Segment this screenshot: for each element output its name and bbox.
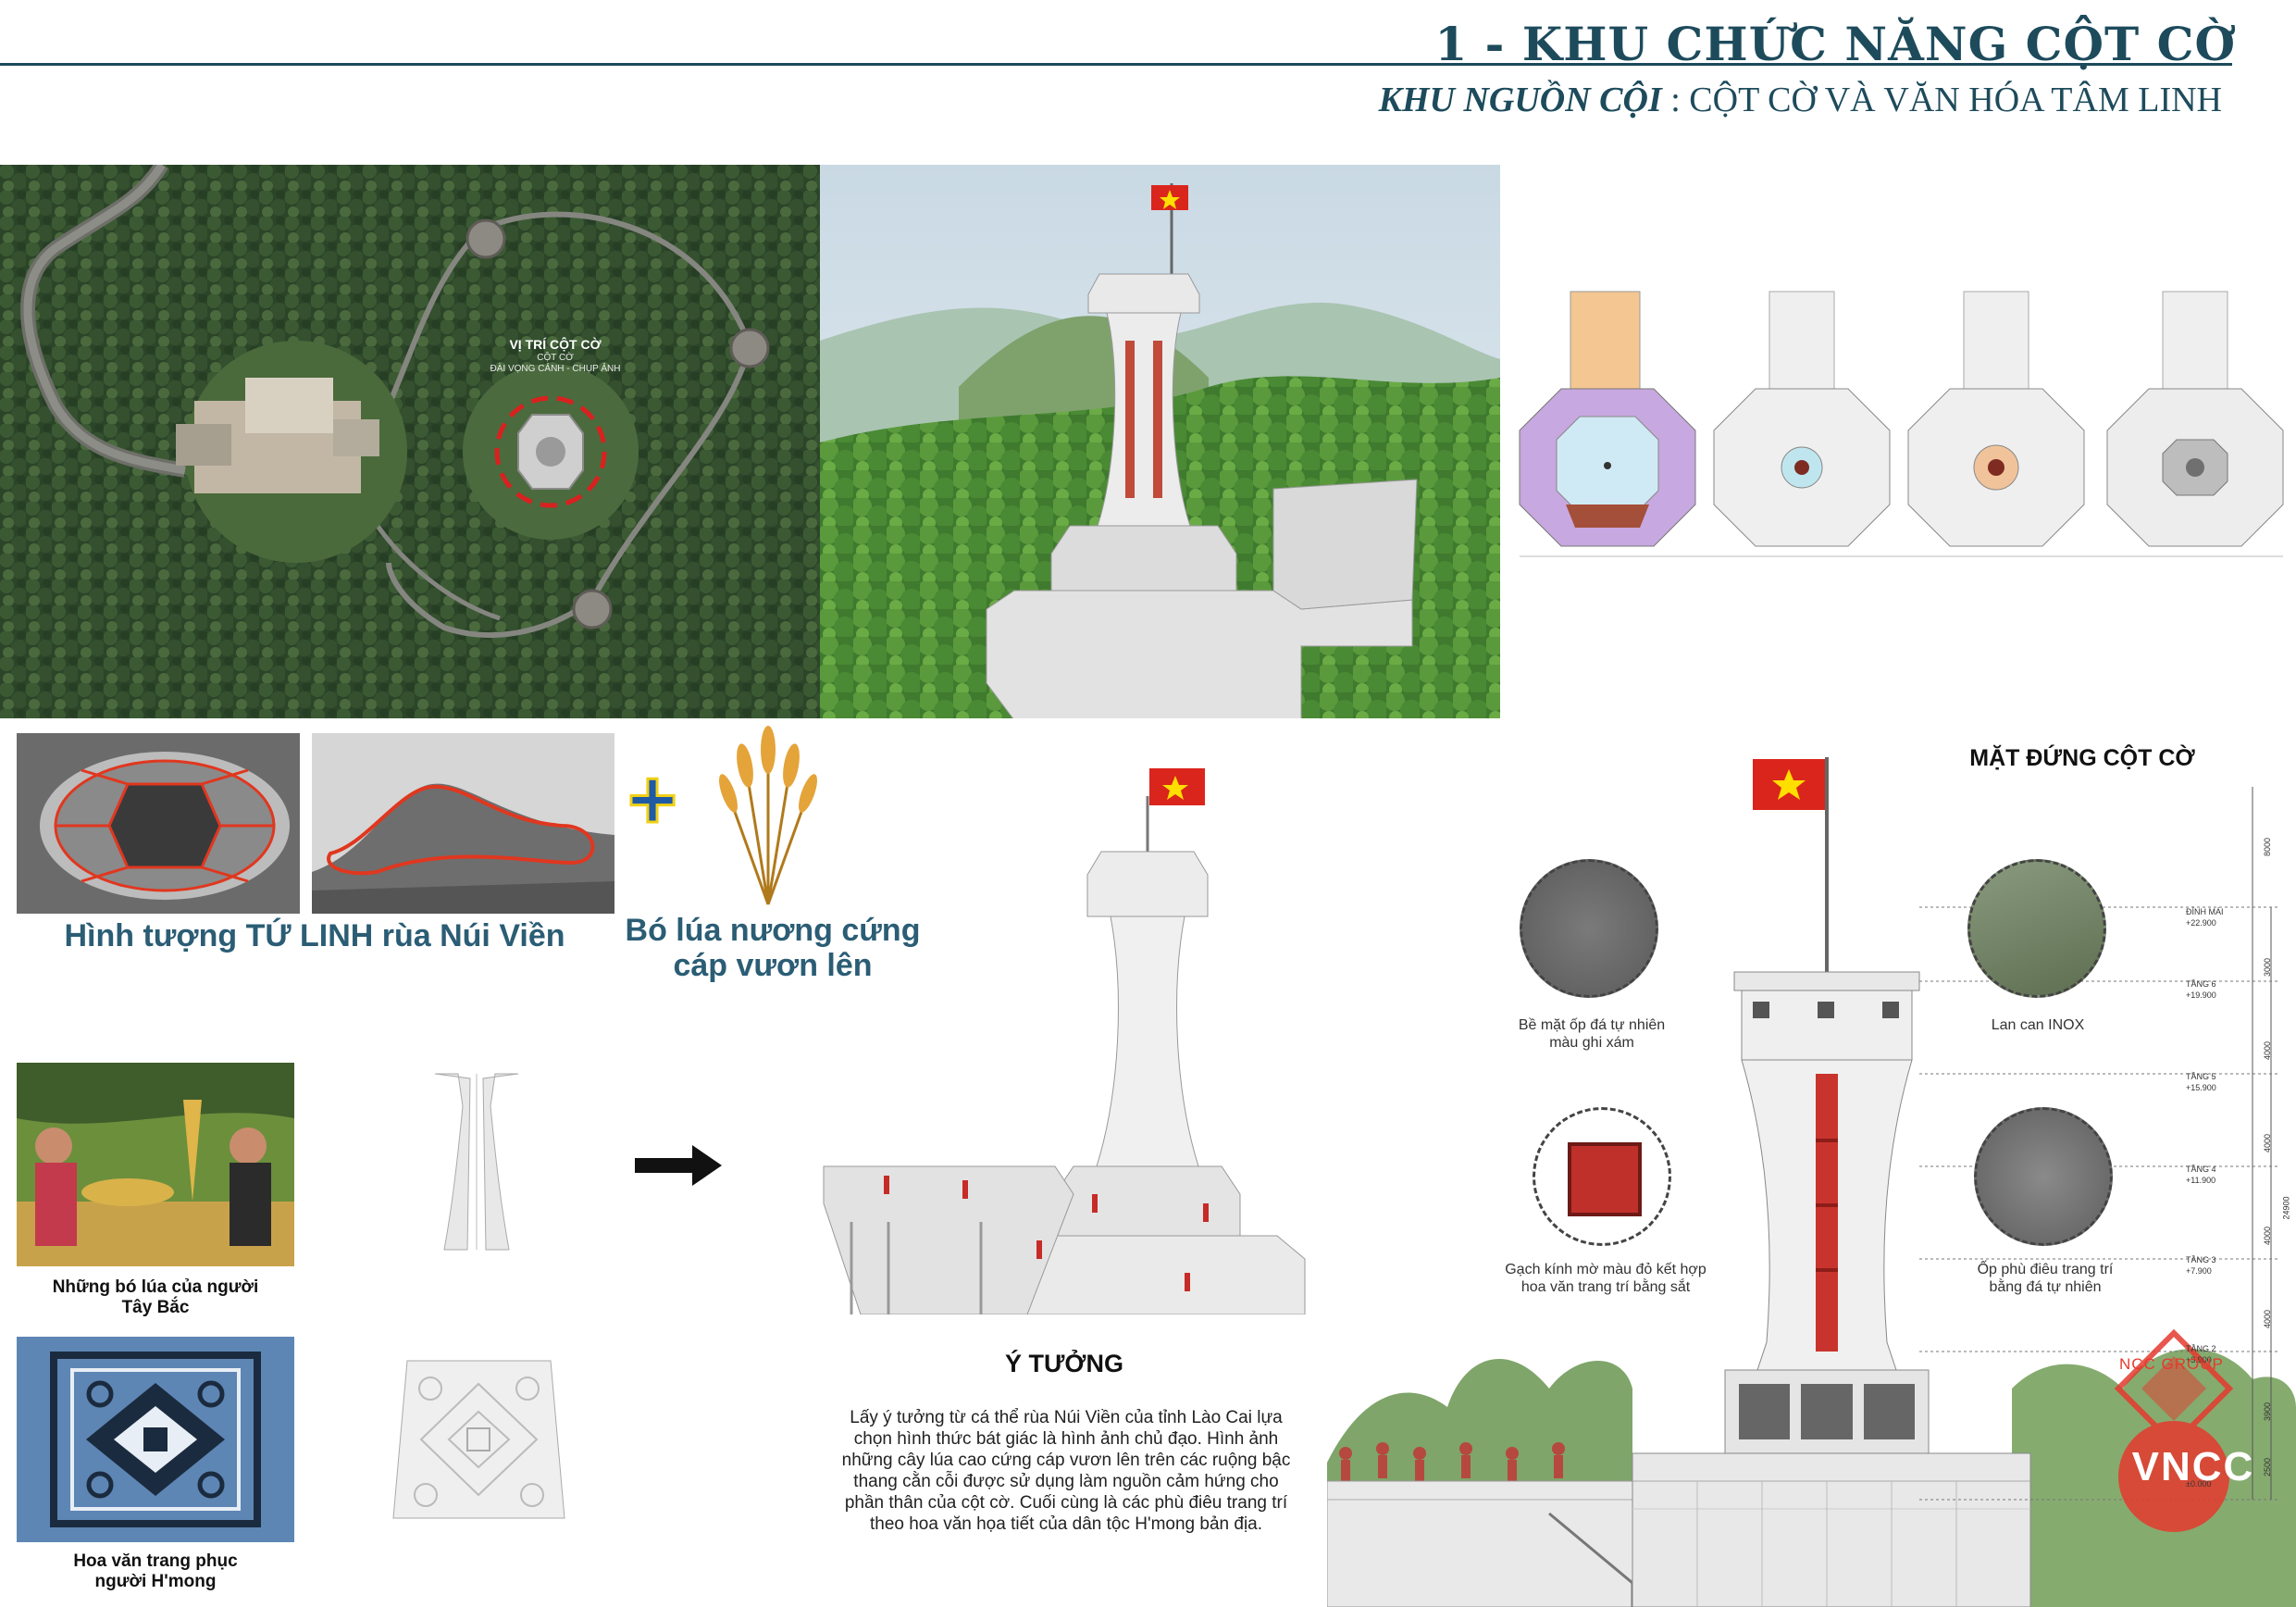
- site-label-line2: ĐÀI VỌNG CẢNH - CHỤP ẢNH: [490, 364, 621, 374]
- idea-line-3: những cây lúa cao cứng cáp vươn lên trên…: [841, 1451, 1291, 1470]
- plan-3: [1907, 291, 2085, 547]
- level-4-value: +11.900: [2186, 1176, 2216, 1185]
- column-form-drawing: [434, 1073, 519, 1251]
- subtitle-emphasis: KHU NGUỒN CỘI: [1378, 81, 1662, 119]
- level-5: TẦNG 5: [2186, 1072, 2216, 1081]
- idea-heading: Ý TƯỞNG: [1005, 1350, 1123, 1377]
- tower-render-drawing: [820, 165, 1500, 718]
- level-0-value: ±0.000: [2186, 1479, 2212, 1489]
- level-6: TẦNG 6: [2186, 979, 2216, 989]
- idea-line-2: chọn hình thức bát giác là hình ảnh chủ …: [853, 1429, 1279, 1449]
- subtitle-rest: : CỘT CỜ VÀ VĂN HÓA TÂM LINH: [1661, 81, 2222, 119]
- harvest-caption-line2: Tây Bắc: [121, 1298, 190, 1317]
- level-3-value: +7.900: [2186, 1266, 2212, 1276]
- rice-drawing: [719, 726, 817, 905]
- rice-bundle-image: [689, 724, 847, 909]
- mountain-drawing: [312, 733, 614, 914]
- dim-4000-c: 4000: [2263, 1226, 2273, 1246]
- material-stone-label-2: màu ghi xám: [1549, 1035, 1634, 1051]
- column-form-sketch: [426, 1069, 527, 1254]
- level-roof-value: +22.900: [2186, 918, 2216, 928]
- idea-line-5: phần thân của cột cờ. Cuối cùng là các p…: [844, 1493, 1288, 1513]
- relief-drawing: [392, 1360, 565, 1519]
- material-stone-label-1: Bề mặt ốp đá tự nhiên: [1518, 1017, 1666, 1033]
- material-relief-swatch: [1974, 1107, 2113, 1246]
- material-glass-label-1: Gạch kính mờ màu đỏ kết hợp: [1505, 1262, 1706, 1277]
- turtle-shell-drawing: [17, 733, 300, 914]
- level-2-value: +3.900: [2186, 1355, 2212, 1364]
- mountain-photo: [312, 733, 614, 914]
- rice-caption-line2: cáp vươn lên: [673, 948, 873, 983]
- dim-8000: 8000: [2263, 837, 2273, 857]
- elevation-heading: MẶT ĐỨNG CỘT CỜ: [1969, 745, 2195, 771]
- logo-text: VNCC: [2131, 1444, 2255, 1489]
- material-relief-label-1: Ốp phù điêu trang trí: [1977, 1262, 2114, 1277]
- turtle-caption: Hình tượng TỨ LINH rùa Núi Viền: [64, 918, 565, 953]
- floor-plans: [1510, 282, 2296, 562]
- harvest-drawing: [17, 1063, 294, 1266]
- idea-line-6: theo hoa văn họa tiết của dân tộc H'mong…: [869, 1514, 1263, 1534]
- idea-line-4: thang cằn cỗi được sử dụng làm nguồn cảm…: [853, 1472, 1279, 1491]
- site-plan-drawing: [0, 165, 820, 718]
- level-2: TẦNG 2: [2186, 1344, 2216, 1353]
- tower-render-image: [820, 165, 1500, 718]
- pattern-relief-sketch: [389, 1352, 569, 1527]
- level-3: TẦNG 3: [2186, 1255, 2216, 1264]
- rice-caption-line1: Bó lúa nương cứng: [625, 913, 921, 948]
- dim-4000-d: 4000: [2263, 1309, 2273, 1329]
- arrow-right-icon: [635, 1145, 722, 1186]
- rice-harvest-photo: [17, 1063, 294, 1266]
- arrow-drawing: [635, 1145, 722, 1186]
- header-divider: [0, 63, 2232, 66]
- turtle-photo: [17, 733, 300, 914]
- material-inox-swatch: [1967, 859, 2106, 998]
- material-stone-swatch: [1520, 859, 1658, 998]
- level-roof: ĐỈNH MÁI: [2186, 907, 2224, 916]
- page-title: 1 - KHU CHỨC NĂNG CỘT CỜ: [1434, 17, 2236, 71]
- floor-plans-drawing: [1519, 291, 2284, 557]
- elevation-drawing: [1327, 741, 2296, 1607]
- hmong-pattern-photo: [17, 1337, 294, 1542]
- level-4: TẦNG 4: [2186, 1165, 2216, 1174]
- material-glass-label-2: hoa văn trang trí bằng sắt: [1520, 1279, 1691, 1295]
- logo-group-text: NCC GROUP: [2119, 1355, 2224, 1373]
- idea-line-1: Lấy ý tưởng từ cá thể rùa Núi Viền của t…: [850, 1408, 1283, 1427]
- plan-4: [2106, 291, 2284, 547]
- harvest-caption-line1: Những bó lúa của người: [52, 1277, 259, 1297]
- plan-2: [1713, 291, 1891, 547]
- idea-description: Lấy ý tưởng từ cá thể rùa Núi Viền của t…: [816, 1407, 1316, 1535]
- tower-concept-sketch: [814, 759, 1314, 1315]
- hmong-caption-line1: Hoa văn trang phục: [73, 1551, 238, 1571]
- page-subtitle: KHU NGUỒN CỘI : CỘT CỜ VÀ VĂN HÓA TÂM LI…: [1379, 80, 2222, 120]
- material-glass-swatch: [1533, 1107, 1671, 1246]
- hmong-pattern-drawing: [17, 1337, 294, 1542]
- elevation-svg: [1327, 757, 2296, 1607]
- plus-symbol: +: [627, 753, 679, 847]
- level-6-value: +19.900: [2186, 990, 2216, 1000]
- site-label-title: VỊ TRÍ CỘT CỜ: [509, 337, 602, 352]
- hmong-caption-line2: người H'mong: [94, 1572, 217, 1591]
- site-plan-image: VỊ TRÍ CỘT CỜ CỘT CỜ ĐÀI VỌNG CẢNH - CHỤ…: [0, 165, 820, 718]
- plan-1: [1519, 291, 1696, 547]
- level-5-value: +15.900: [2186, 1083, 2216, 1092]
- vncc-logo: [2114, 1328, 2234, 1532]
- site-label-line1: CỘT CỜ: [537, 353, 574, 363]
- material-relief-label-2: bằng đá tự nhiên: [1989, 1279, 2102, 1295]
- tower-sketch-drawing: [823, 768, 1306, 1315]
- dim-24900: 24900: [2281, 1196, 2291, 1220]
- dim-4000-a: 4000: [2263, 1040, 2273, 1061]
- dim-4000-b: 4000: [2263, 1133, 2273, 1153]
- dim-3900: 3900: [2263, 1401, 2273, 1422]
- dim-3000: 3000: [2263, 957, 2273, 978]
- material-inox-label: Lan can INOX: [1991, 1017, 2085, 1033]
